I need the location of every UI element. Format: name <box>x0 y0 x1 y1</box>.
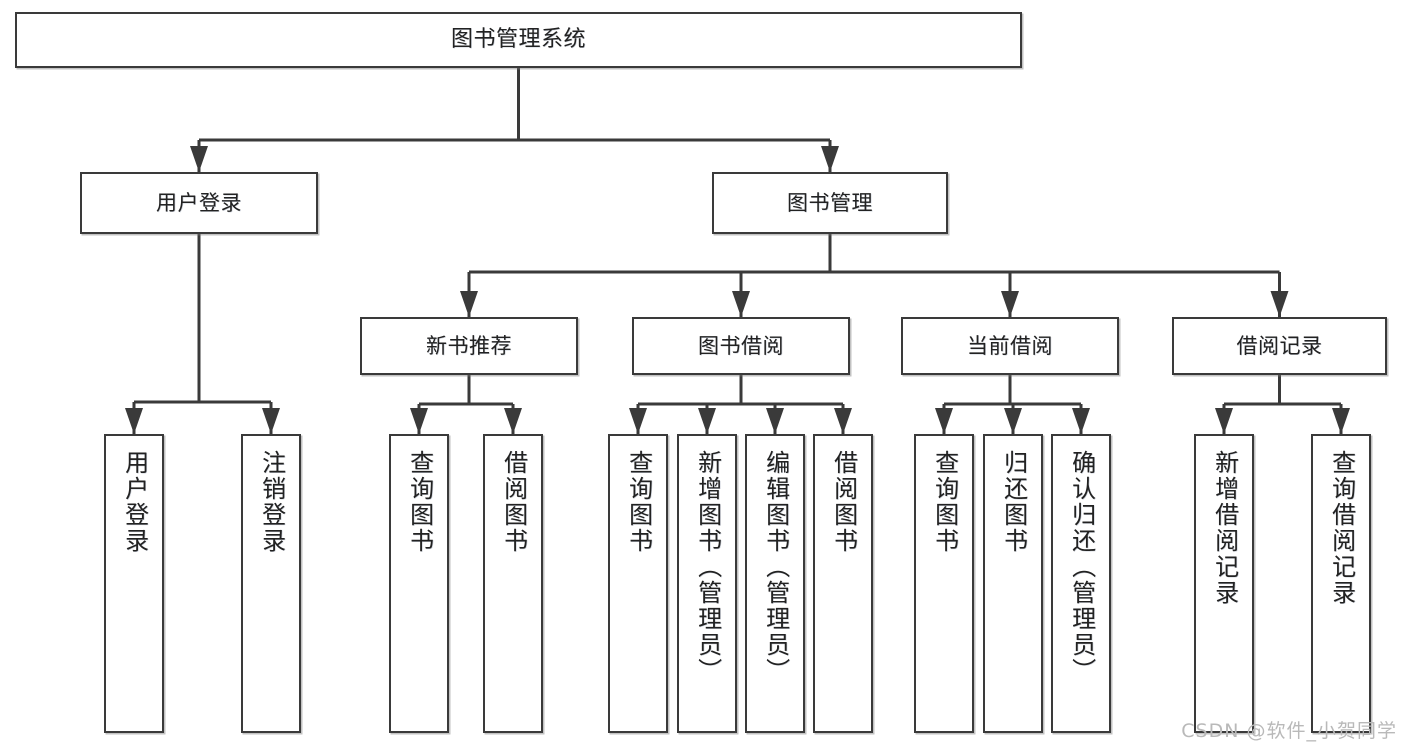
node-leaf-add-record-label: 新增借阅记录 <box>1210 450 1239 606</box>
node-leaf-query-book-1-label: 查询图书 <box>405 450 434 554</box>
node-leaf-borrow-book-2-label: 借阅图书 <box>829 450 858 554</box>
node-root[interactable]: 图书管理系统 <box>15 12 1022 68</box>
node-leaf-user-login-label: 用户登录 <box>120 450 149 554</box>
node-leaf-query-book-3[interactable]: 查询图书 <box>914 434 974 733</box>
node-book-borrow[interactable]: 图书借阅 <box>632 317 850 375</box>
node-leaf-logout[interactable]: 注销登录 <box>241 434 301 733</box>
user-login-bus-arrow-1 <box>262 408 280 434</box>
node-current-borrow[interactable]: 当前借阅 <box>901 317 1119 375</box>
node-leaf-add-book[interactable]: 新增图书（管理员） <box>677 434 737 733</box>
node-leaf-query-book-1[interactable]: 查询图书 <box>389 434 449 733</box>
book-manage-bus-arrow-0 <box>460 291 478 317</box>
node-book-manage-label: 图书管理 <box>787 190 873 215</box>
root-bus-arrow-0 <box>190 146 208 172</box>
book-borrow-bus-arrow-3 <box>834 408 852 434</box>
user-login-bus-arrow-0 <box>125 408 143 434</box>
book-manage-bus-arrow-1 <box>732 291 750 317</box>
node-leaf-add-record[interactable]: 新增借阅记录 <box>1194 434 1254 733</box>
root-bus-arrow-1 <box>821 146 839 172</box>
book-manage-bus-arrow-2 <box>1001 291 1019 317</box>
node-leaf-query-record[interactable]: 查询借阅记录 <box>1311 434 1371 733</box>
new-book-recommend-bus-arrow-1 <box>504 408 522 434</box>
node-user-login[interactable]: 用户登录 <box>80 172 318 234</box>
node-leaf-confirm-return-label: 确认归还（管理员） <box>1067 450 1096 684</box>
node-user-login-label: 用户登录 <box>156 190 242 215</box>
node-leaf-borrow-book-2[interactable]: 借阅图书 <box>813 434 873 733</box>
node-leaf-user-login[interactable]: 用户登录 <box>104 434 164 733</box>
node-leaf-return-book[interactable]: 归还图书 <box>983 434 1043 733</box>
borrow-record-bus-arrow-0 <box>1215 408 1233 434</box>
node-current-borrow-label: 当前借阅 <box>967 333 1053 358</box>
node-leaf-confirm-return[interactable]: 确认归还（管理员） <box>1051 434 1111 733</box>
node-leaf-query-book-2-label: 查询图书 <box>624 450 653 554</box>
node-leaf-borrow-book-1[interactable]: 借阅图书 <box>483 434 543 733</box>
node-leaf-edit-book-label: 编辑图书（管理员） <box>761 450 790 684</box>
node-borrow-record-label: 借阅记录 <box>1236 333 1323 358</box>
node-leaf-logout-label: 注销登录 <box>257 450 286 554</box>
node-leaf-query-book-3-label: 查询图书 <box>930 450 959 554</box>
node-borrow-record[interactable]: 借阅记录 <box>1172 317 1387 375</box>
node-new-book-recommend-label: 新书推荐 <box>426 333 512 358</box>
node-book-borrow-label: 图书借阅 <box>698 333 784 358</box>
book-borrow-bus-arrow-1 <box>698 408 716 434</box>
new-book-recommend-bus-arrow-0 <box>410 408 428 434</box>
node-leaf-query-book-2[interactable]: 查询图书 <box>608 434 668 733</box>
book-borrow-bus-arrow-0 <box>629 408 647 434</box>
node-leaf-edit-book[interactable]: 编辑图书（管理员） <box>745 434 805 733</box>
current-borrow-bus-arrow-0 <box>935 408 953 434</box>
node-leaf-borrow-book-1-label: 借阅图书 <box>499 450 528 554</box>
node-new-book-recommend[interactable]: 新书推荐 <box>360 317 578 375</box>
current-borrow-bus-arrow-2 <box>1072 408 1090 434</box>
book-manage-bus-arrow-3 <box>1270 291 1289 317</box>
node-root-label: 图书管理系统 <box>450 27 586 53</box>
node-book-manage[interactable]: 图书管理 <box>712 172 948 234</box>
book-borrow-bus-arrow-2 <box>766 408 784 434</box>
node-leaf-add-book-label: 新增图书（管理员） <box>693 450 722 684</box>
node-leaf-return-book-label: 归还图书 <box>999 450 1028 554</box>
borrow-record-bus-arrow-1 <box>1332 408 1350 434</box>
node-leaf-query-record-label: 查询借阅记录 <box>1327 450 1356 606</box>
current-borrow-bus-arrow-1 <box>1004 408 1022 434</box>
